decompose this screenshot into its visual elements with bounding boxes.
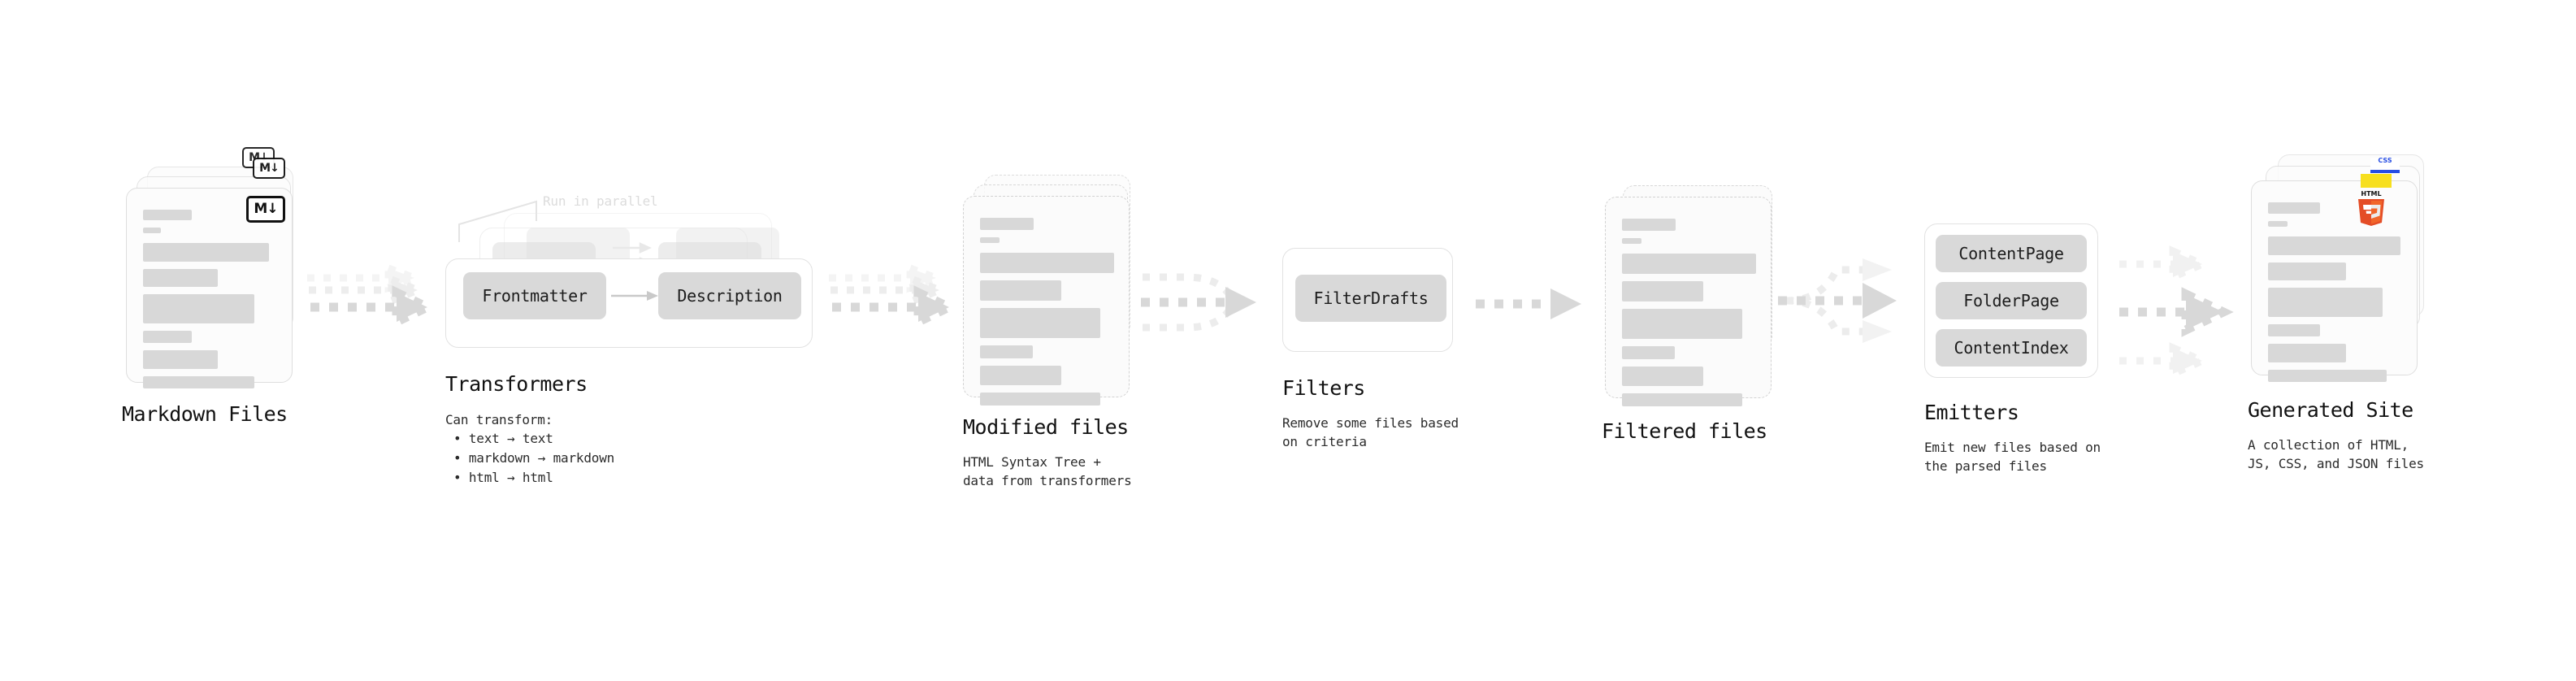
stage-title-filtered-files: Filtered files [1602, 419, 1767, 443]
content-bar [143, 331, 192, 343]
file-card-front [1605, 197, 1772, 406]
triple-parallel-arrow [2119, 245, 2234, 380]
content-bar [1622, 281, 1703, 301]
file-card-front [963, 196, 1130, 406]
content-bar [980, 280, 1061, 301]
html5-icon: HTML [2355, 189, 2387, 226]
js-icon [2361, 174, 2392, 188]
stage-markdown-files: M↓ M↓ M↓ Markdown Files [122, 147, 305, 426]
content-bar [143, 210, 192, 220]
svg-text:HTML: HTML [2361, 190, 2381, 197]
content-bar [980, 345, 1033, 358]
content-bar [1622, 254, 1756, 274]
run-in-parallel-label: Run in parallel [543, 193, 658, 209]
generated-file-stack: CSS HTML [2251, 154, 2438, 382]
content-bar [143, 294, 254, 323]
stage-caption-transformers: Can transform: [445, 412, 553, 427]
file-card-content [964, 197, 1129, 406]
file-card-front [126, 188, 293, 388]
content-bar [143, 376, 254, 388]
emitter-chip-folderpage[interactable]: FolderPage [1936, 282, 2087, 319]
content-bar [980, 253, 1114, 273]
stage-title-modified-files: Modified files [963, 415, 1129, 439]
file-card-content [2252, 181, 2417, 382]
content-bar [980, 218, 1034, 230]
stage-caption-filters: Remove some files based on criteria [1282, 415, 1459, 450]
content-bar [1622, 393, 1742, 406]
file-card-content [127, 189, 292, 388]
connector-filtered-to-emitters [1778, 244, 1924, 358]
stage-caption-emitters: Emit new files based on the parsed files [1924, 440, 2101, 475]
transformer-inner-arrow [611, 291, 658, 301]
content-bar [143, 269, 218, 287]
stage-generated-site: CSS HTML Generated Site A collection of … [2248, 154, 2438, 471]
single-arrow [1476, 288, 1581, 319]
stage-title-markdown-files: Markdown Files [122, 402, 288, 426]
markdown-icon: M↓ [253, 158, 285, 179]
emitter-chip-contentindex[interactable]: ContentIndex [1936, 329, 2087, 367]
stage-title-transformers: Transformers [445, 372, 588, 396]
diverging-arrow [1778, 258, 1897, 343]
content-bar [1622, 219, 1676, 231]
transformer-chip-label: Frontmatter [482, 286, 588, 306]
emitter-chip-label: ContentPage [1958, 244, 2064, 263]
filtered-file-stack [1605, 185, 1784, 406]
emitter-chip-label: FolderPage [1963, 291, 2059, 310]
css-icon-label: CSS [2378, 157, 2392, 164]
content-bar [980, 308, 1100, 338]
triple-parallel-arrow [829, 262, 960, 329]
stage-filtered-files: Filtered files [1602, 185, 1784, 443]
markdown-file-stack: M↓ M↓ M↓ [126, 147, 305, 388]
content-bar [1622, 238, 1641, 244]
transformer-bullet-3: • html → html [453, 470, 553, 485]
file-card-front [2251, 180, 2418, 382]
stage-title-emitters: Emitters [1924, 401, 2019, 424]
stage-caption-modified-files: HTML Syntax Tree + data from transformer… [963, 454, 1132, 489]
transformer-chip-frontmatter[interactable]: Frontmatter [463, 272, 606, 319]
content-bar [980, 237, 1000, 243]
content-bar [2268, 324, 2320, 336]
css-icon: CSS [2370, 158, 2400, 173]
stage-title-filters: Filters [1282, 376, 1365, 400]
content-bar [2268, 370, 2387, 382]
content-bar [143, 350, 218, 369]
triple-parallel-arrow [307, 262, 438, 329]
connector-filters-to-filtered [1472, 284, 1594, 333]
content-bar [1622, 309, 1742, 339]
content-bar [980, 366, 1061, 385]
content-bar [2268, 236, 2400, 255]
stage-title-generated-site: Generated Site [2248, 398, 2413, 422]
filter-chip-label: FilterDrafts [1313, 288, 1429, 308]
transformer-chip-description[interactable]: Description [658, 272, 801, 319]
content-bar [2268, 262, 2346, 280]
converging-arrow [1141, 273, 1256, 332]
transformer-bullet-2: • markdown → markdown [453, 450, 615, 466]
emitter-chip-contentpage[interactable]: ContentPage [1936, 235, 2087, 272]
content-bar [2268, 202, 2320, 214]
content-bar [1622, 346, 1675, 359]
content-bar [980, 393, 1100, 406]
modified-file-stack [963, 175, 1142, 406]
run-in-parallel-bracket [458, 200, 537, 242]
markdown-icon: M↓ [246, 196, 285, 223]
content-bar [143, 228, 161, 233]
stage-caption-generated-site: A collection of HTML, JS, CSS, and JSON … [2248, 437, 2424, 472]
connector-modified-to-filters [1138, 264, 1276, 345]
content-bar [2268, 288, 2383, 317]
filter-chip-filterdrafts[interactable]: FilterDrafts [1295, 275, 1446, 322]
emitter-chip-label: ContentIndex [1954, 338, 2069, 358]
connector-emitters-to-site [2119, 237, 2257, 380]
transformer-chip-label: Description [677, 286, 783, 306]
file-card-content [1606, 197, 1771, 406]
transformer-bullet-1: • text → text [453, 431, 553, 446]
content-bar [2268, 221, 2288, 227]
content-bar [1622, 367, 1703, 386]
connector-md-to-transformers [307, 262, 438, 341]
stage-modified-files: Modified files HTML Syntax Tree + data f… [963, 175, 1142, 488]
content-bar [143, 243, 269, 262]
connector-transformers-to-modified [829, 262, 960, 341]
content-bar [2268, 344, 2346, 362]
